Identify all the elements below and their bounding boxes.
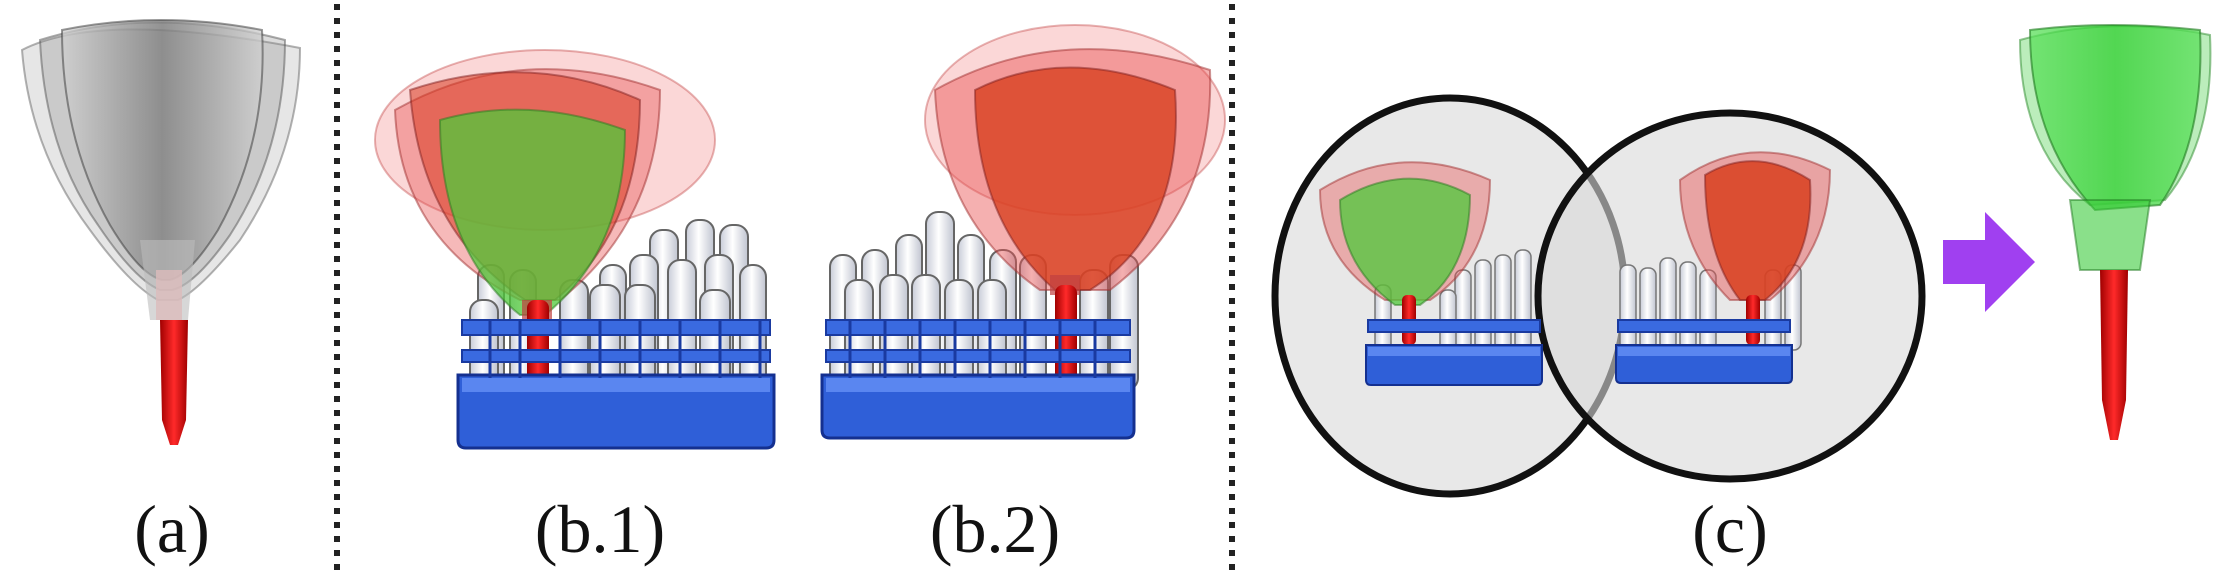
panel-b2-scene xyxy=(820,24,1226,440)
c-result-gripper xyxy=(2018,24,2212,440)
panel-b1-caption: (b.1) xyxy=(535,491,665,567)
c-left-mini-scene xyxy=(1318,161,1543,386)
panel-c-scene xyxy=(1271,24,2212,498)
panel-a-caption: (a) xyxy=(134,491,209,567)
arrow-right-icon xyxy=(1943,212,2035,312)
panel-b2-caption: (b.2) xyxy=(930,491,1060,567)
gripper-hull-inner xyxy=(60,19,264,281)
probe-red-rod xyxy=(160,320,188,445)
panel-a-gripper xyxy=(20,19,302,445)
panel-c-caption: (c) xyxy=(1692,491,1767,567)
c-right-mini-scene xyxy=(1615,151,1832,384)
gripper-connector xyxy=(156,270,182,320)
panel-b1-scene xyxy=(374,49,776,450)
b2-rack xyxy=(820,319,1136,440)
b1-rack xyxy=(456,319,776,450)
b1-hull-group xyxy=(374,49,716,395)
